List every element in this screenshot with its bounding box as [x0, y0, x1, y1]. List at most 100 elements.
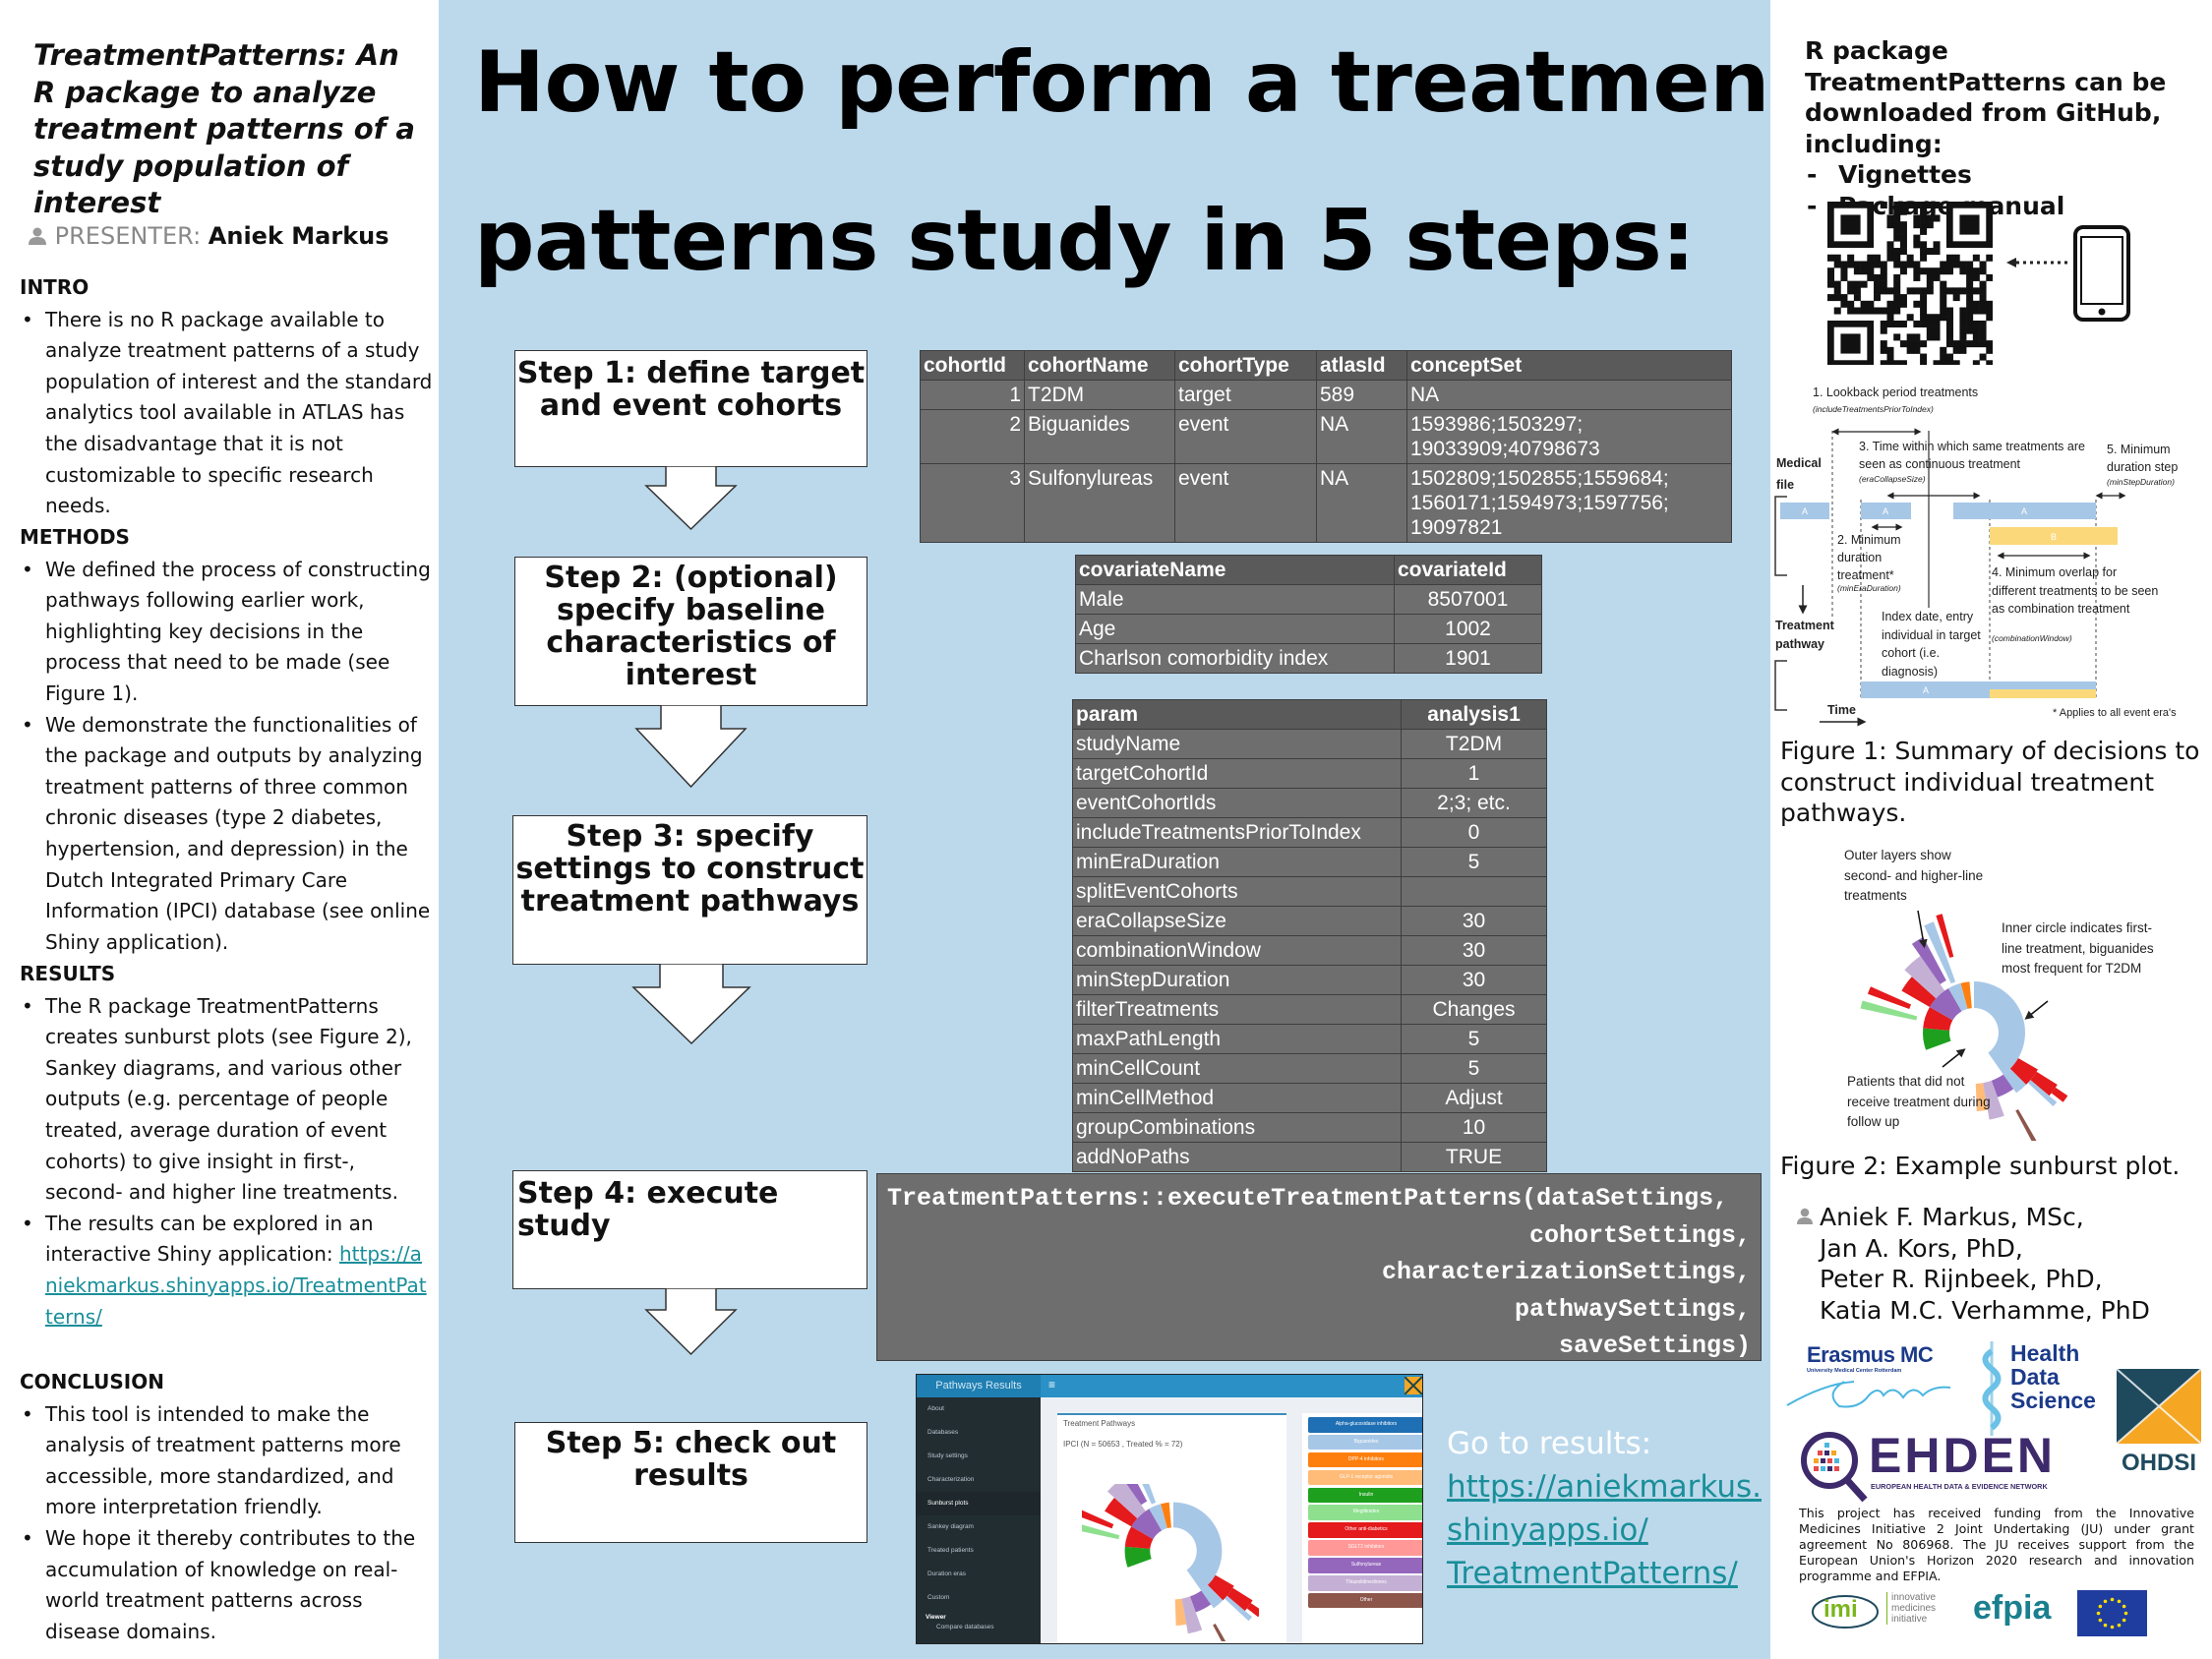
table-cell: 5: [1401, 847, 1547, 877]
sunburst-segment: [1082, 1510, 1114, 1529]
legend-item[interactable]: SGLT2 inhibitors: [1308, 1540, 1422, 1556]
table-cell: 1: [1401, 758, 1547, 789]
table-cell: 5: [1401, 1024, 1547, 1054]
table-cell: filterTreatments: [1072, 994, 1402, 1025]
sunburst-segment: [1082, 1524, 1120, 1540]
sunburst-segment: [1867, 986, 1912, 1010]
table-cell: 10: [1401, 1112, 1547, 1143]
table-cell: minCellCount: [1072, 1053, 1402, 1084]
sunburst-segment: [1226, 1587, 1253, 1612]
sunburst-segment: [1126, 1484, 1148, 1506]
table-cell: 8507001: [1394, 584, 1542, 615]
down-arrow-icon: [634, 705, 747, 789]
sunburst-segment: [1991, 1074, 2014, 1097]
app-nav-item[interactable]: Treated patients: [927, 1547, 974, 1554]
sunburst-plot[interactable]: [1082, 1484, 1259, 1641]
results-link[interactable]: TreatmentPatterns/: [1447, 1556, 1738, 1591]
table-cell: 2: [920, 409, 1025, 464]
figure-1-caption: Figure 1: Summary of decisions to constr…: [1780, 737, 2200, 827]
app-nav-item[interactable]: Databases: [927, 1429, 959, 1436]
legend-item[interactable]: Other: [1308, 1592, 1422, 1609]
sunburst-segment: [2003, 1068, 2027, 1094]
step-5-box: Step 5: check out results: [514, 1422, 867, 1543]
sunburst-segment: [2027, 1080, 2058, 1107]
hds-line: Data: [2010, 1364, 2060, 1390]
intro-bullet: There is no R package available to analy…: [20, 305, 433, 522]
legend-item[interactable]: DPP-4 inhibitors: [1308, 1452, 1422, 1468]
hamburger-icon[interactable]: ≡: [1048, 1378, 1056, 1392]
qr-code[interactable]: [1827, 202, 1993, 365]
intro-heading: INTRO: [20, 275, 90, 299]
column-header: cohortType: [1174, 350, 1317, 381]
app-nav-item[interactable]: Sankey diagram: [927, 1523, 974, 1530]
download-info: R package TreatmentPatterns can be downl…: [1805, 35, 2198, 221]
sunburst-segment: [1983, 1080, 2004, 1120]
column-header: cohortName: [1024, 350, 1175, 381]
results-link[interactable]: shinyapps.io/: [1447, 1512, 1648, 1548]
legend-item[interactable]: Other anti-diabetics: [1308, 1522, 1422, 1538]
execute-code-block: TreatmentPatterns::executeTreatmentPatte…: [876, 1173, 1762, 1361]
app-nav-item[interactable]: Duration eras: [927, 1570, 967, 1577]
down-arrow-icon: [644, 1288, 738, 1356]
table-cell: 30: [1401, 935, 1547, 966]
table-cell: T2DM: [1024, 380, 1175, 410]
column-header: cohortId: [920, 350, 1025, 381]
app-nav-item[interactable]: Custom: [927, 1594, 950, 1601]
imi-line: initiative: [1891, 1614, 1928, 1625]
app-brand: Pathways Results: [917, 1375, 1041, 1397]
results-link[interactable]: https://aniekmarkus.: [1447, 1469, 1762, 1505]
table-cell: studyName: [1072, 729, 1402, 759]
person-icon: [1797, 1208, 1813, 1224]
code-line: cohortSettings,: [1528, 1220, 1751, 1250]
bar-label: A: [2021, 506, 2027, 516]
sunburst-segment: [1149, 1504, 1167, 1531]
legend-item[interactable]: GLP-1 receptor agonists: [1308, 1469, 1422, 1486]
table-header-row: param analysis1: [1072, 699, 1547, 730]
hds-line: Science: [2010, 1388, 2096, 1413]
app-nav-item[interactable]: About: [927, 1405, 944, 1412]
cohort-table: cohortId cohortName cohortType atlasId c…: [920, 350, 1732, 543]
legend-item[interactable]: Meglitinides: [1308, 1505, 1422, 1520]
legend-item[interactable]: Insulin: [1308, 1487, 1422, 1504]
legend-item[interactable]: Thiazolidinediones: [1308, 1575, 1422, 1591]
person-icon: [29, 227, 46, 245]
legend-item[interactable]: Biguanides: [1308, 1434, 1422, 1451]
sunburst-segment: [1923, 1007, 1953, 1031]
conclusion-heading: CONCLUSION: [20, 1370, 164, 1393]
download-text: R package TreatmentPatterns can be downl…: [1805, 36, 2167, 158]
app-nav-item[interactable]: Study settings: [927, 1452, 968, 1459]
combination-param: (combinationWindow): [1992, 633, 2072, 643]
app-nav-item[interactable]: Characterization: [927, 1476, 975, 1483]
table-cell: Adjust: [1401, 1083, 1547, 1113]
viewer-heading: Viewer: [926, 1614, 946, 1621]
table-cell: Age: [1075, 614, 1395, 644]
table-row: splitEventCohorts: [1072, 876, 1547, 907]
legend-item[interactable]: Alpha-glucosidase inhibitors: [1308, 1417, 1422, 1433]
sunburst-segment: [1975, 1083, 1988, 1111]
health-data-science-logo: Health Data Science: [1977, 1339, 2115, 1438]
table-cell: maxPathLength: [1072, 1024, 1402, 1054]
table-cell: 3: [920, 463, 1025, 543]
bar-label: A: [1883, 506, 1888, 516]
legend-item[interactable]: Sulfonylureas: [1308, 1558, 1422, 1573]
table-cell: groupCombinations: [1072, 1112, 1402, 1143]
table-cell: TRUE: [1401, 1142, 1547, 1172]
table-cell: 2;3; etc.: [1401, 788, 1547, 818]
app-nav-item[interactable]: Sunburst plots: [917, 1492, 1041, 1515]
efpia-logo: efpia: [1973, 1589, 2052, 1627]
app-nav-item[interactable]: Compare databases: [936, 1624, 994, 1630]
index-date-label: Index date, entry individual in target c…: [1882, 610, 1981, 679]
lookback-label: 1. Lookback period treatments: [1813, 385, 1979, 399]
sunburst-segment: [1124, 1526, 1154, 1549]
table-cell: Male: [1075, 584, 1395, 615]
ehden-text: EHDEN: [1869, 1428, 2057, 1483]
author: Aniek F. Markus, MSc,: [1820, 1203, 2084, 1231]
step-3-box: Step 3: specify settings to construct tr…: [512, 815, 867, 965]
footnote: * Applies to all event era's: [2053, 707, 2177, 719]
sunburst-segment: [1960, 981, 1972, 1009]
shiny-app-link[interactable]: https://aniekmarkus.shinyapps.io/Treatme…: [45, 1242, 427, 1329]
